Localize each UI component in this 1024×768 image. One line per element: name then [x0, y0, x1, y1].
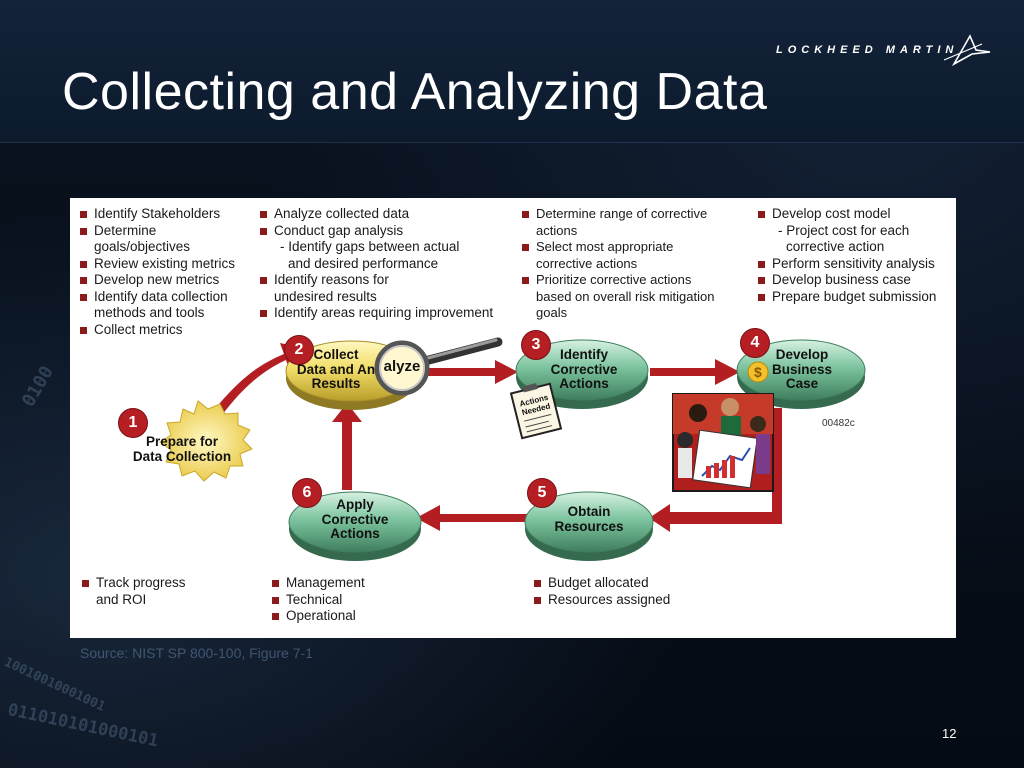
clipboard-icon: [509, 382, 563, 440]
meeting-illustration: [672, 393, 774, 492]
bullet-item: actions: [536, 222, 578, 238]
page-number: 12: [942, 726, 957, 741]
bullet-item: based on overall risk mitigation: [536, 288, 715, 304]
slide-title: Collecting and Analyzing Data: [62, 63, 768, 121]
bullet-item: Determine: [78, 223, 258, 240]
bullet-item: Prepare budget submission: [756, 289, 956, 306]
star-icon: [943, 34, 991, 67]
bullet-item: Collect metrics: [78, 322, 258, 339]
bullet-item: and desired performance: [288, 255, 439, 271]
bullet-item: Prioritize corrective actions: [520, 272, 740, 289]
bullet-item: - Project cost for each: [778, 222, 910, 238]
bullet-item: Identify reasons for: [258, 272, 520, 289]
bullet-item: Develop cost model: [756, 206, 956, 223]
step-3-number: 3: [521, 330, 551, 360]
bullet-item: Perform sensitivity analysis: [756, 256, 956, 273]
step-4-number: 4: [740, 328, 770, 358]
bullets-bottom1: Track progress and ROI: [80, 575, 230, 608]
bullet-item: Resources assigned: [532, 592, 732, 609]
bullets-col3: Determine range of corrective actions Se…: [520, 206, 740, 322]
bullet-item: goals/objectives: [94, 239, 191, 254]
bullet-item: Select most appropriate: [520, 239, 740, 256]
bullet-item: undesired results: [274, 288, 377, 304]
bullet-item: Conduct gap analysis: [258, 223, 520, 240]
logo-wordmark: LOCKHEED MARTIN: [776, 44, 959, 56]
arrow-3-to-4: [650, 359, 740, 385]
arrow-1-to-2: [206, 343, 308, 423]
bullet-item: Review existing metrics: [78, 256, 258, 273]
arrow-5-to-6: [416, 505, 528, 531]
bullets-col2: Analyze collected data Conduct gap analy…: [258, 206, 520, 322]
bullet-item: corrective action: [786, 239, 885, 254]
bullet-item: and ROI: [96, 591, 147, 607]
bullet-item: Management: [270, 575, 420, 592]
bullet-item: Track progress: [80, 575, 230, 592]
title-band: [0, 0, 1024, 143]
bullet-item: Budget allocated: [532, 575, 732, 592]
bullet-item: - Identify gaps between actual: [280, 239, 460, 254]
step-2-number: 2: [284, 335, 314, 365]
magnifier-text: alyze: [383, 358, 421, 375]
step-1-starburst: [159, 400, 253, 482]
step-6-ellipse: [288, 491, 422, 553]
step-6-label: Apply Corrective Actions: [321, 497, 389, 541]
step-3-label: Identify Corrective Actions: [550, 347, 618, 391]
bullet-item: Identify Stakeholders: [78, 206, 258, 223]
bullet-item: Technical: [270, 592, 420, 609]
bullet-item: Determine range of corrective: [520, 206, 740, 223]
bullets-bottom3: Budget allocated Resources assigned: [532, 575, 732, 608]
bullets-col1: Identify Stakeholders Determine goals/ob…: [78, 206, 258, 338]
step-4-label: Develop Business Case: [771, 347, 833, 391]
step-2-label: Collect Data and An Results: [296, 347, 376, 391]
arrow-2-to-3: [420, 360, 518, 384]
source-citation: Source: NIST SP 800-100, Figure 7-1: [80, 645, 313, 661]
bullets-bottom2: Management Technical Operational: [270, 575, 420, 625]
step-1-label: Prepare for Data Collection: [132, 434, 232, 464]
figure-id: 00482c: [822, 418, 855, 429]
bullet-item: Identify areas requiring improvement: [258, 305, 520, 322]
lockheed-martin-logo: LOCKHEED MARTIN: [776, 30, 992, 74]
diagram-panel: $ 1 Prepare: [70, 198, 956, 638]
dollar-icon: $: [747, 361, 769, 383]
magnifier-icon: [374, 337, 503, 396]
step-1-number: 1: [118, 408, 148, 438]
bullet-item: Develop business case: [756, 272, 956, 289]
bullet-item: Identify data collection: [78, 289, 258, 306]
step-6-number: 6: [292, 478, 322, 508]
bullets-col4: Develop cost model - Project cost for ea…: [756, 206, 956, 305]
bullet-item: methods and tools: [94, 305, 205, 320]
svg-text:$: $: [754, 364, 762, 380]
bullet-item: goals: [536, 305, 568, 320]
bullet-item: corrective actions: [536, 255, 638, 271]
step-5-label: Obtain Resources: [554, 504, 624, 534]
step-4-ellipse: [736, 339, 866, 401]
bullet-item: Analyze collected data: [258, 206, 520, 223]
arrow-6-to-2: [332, 403, 362, 490]
cycle-diagram: $: [159, 337, 866, 561]
step-5-number: 5: [527, 478, 557, 508]
bullet-item: Develop new metrics: [78, 272, 258, 289]
bullet-item: Operational: [270, 608, 420, 625]
step-5-ellipse: [524, 491, 654, 553]
arrow-4-to-5: [649, 408, 782, 532]
